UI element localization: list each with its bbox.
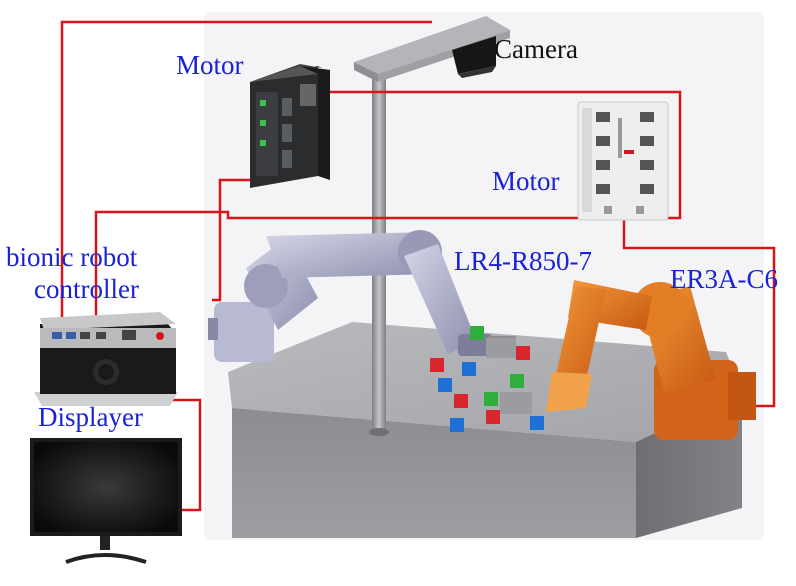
camera-label: Camera	[494, 34, 578, 64]
robot-left-label: LR4-R850-7	[454, 246, 592, 276]
motor-top-label: Motor	[176, 50, 244, 80]
camera-icon	[452, 36, 496, 78]
orange-robot-arm	[546, 280, 756, 440]
displayer-label: Displayer	[38, 402, 143, 432]
motor-driver-icon	[577, 101, 669, 221]
colored-blocks	[430, 326, 544, 432]
motor-driver-icon	[250, 64, 330, 188]
controller-label-line1: bionic robot	[6, 242, 138, 272]
robot-right-label: ER3A-C6	[670, 264, 778, 294]
monitor-icon	[30, 438, 182, 564]
controller-label-line2: controller	[34, 274, 139, 304]
motor-right-label: Motor	[492, 166, 560, 196]
controller-box-icon	[34, 312, 178, 406]
